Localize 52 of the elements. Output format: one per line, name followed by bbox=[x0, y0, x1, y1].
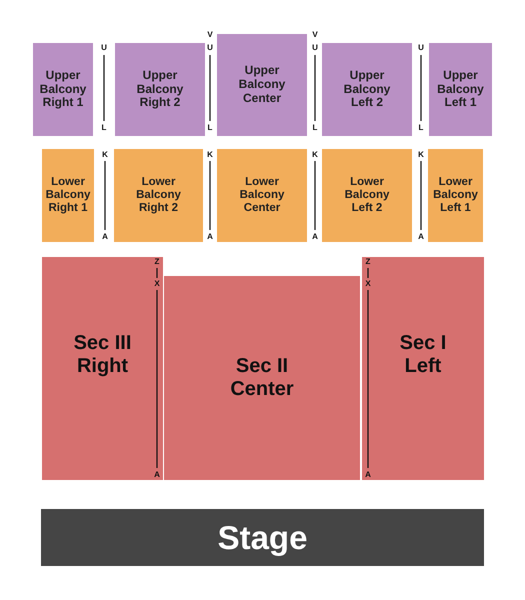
seating-section bbox=[164, 276, 360, 480]
row-letter: V bbox=[207, 31, 213, 39]
row-letter: V bbox=[312, 31, 318, 39]
section-label: Sec II Center bbox=[229, 355, 295, 401]
row-letter: L bbox=[102, 124, 106, 132]
row-letter: U bbox=[101, 44, 107, 52]
section-label: Lower Balcony Center bbox=[238, 176, 286, 216]
row-letter: A bbox=[102, 233, 108, 241]
row-letter: A bbox=[365, 471, 371, 479]
seating-section bbox=[33, 43, 93, 136]
section-label: Sec I Left bbox=[398, 332, 448, 378]
row-letter: L bbox=[208, 124, 212, 132]
row-letter: X bbox=[365, 280, 371, 288]
section-label: Lower Balcony Left 2 bbox=[344, 176, 390, 216]
seating-section bbox=[322, 43, 412, 136]
row-letter: K bbox=[312, 151, 318, 159]
row-letter: L bbox=[312, 124, 318, 132]
stage-label: Stage bbox=[218, 518, 308, 556]
row-letter: A bbox=[207, 233, 213, 241]
seating-section bbox=[429, 43, 492, 136]
section-label: Lower Balcony Left 1 bbox=[432, 176, 479, 216]
row-letter: L bbox=[418, 124, 424, 132]
section-label: Upper Balcony Right 1 bbox=[38, 68, 88, 110]
section-label: Lower Balcony Right 2 bbox=[135, 176, 182, 216]
section-label: Upper Balcony Right 2 bbox=[136, 68, 184, 110]
row-letter: K bbox=[418, 151, 424, 159]
seating-section bbox=[42, 149, 94, 242]
row-letter: X bbox=[154, 280, 160, 288]
row-letter: U bbox=[312, 44, 318, 52]
section-label: Sec III Right bbox=[72, 332, 132, 378]
section-label: Upper Balcony Left 2 bbox=[342, 68, 392, 110]
row-letter: U bbox=[207, 44, 213, 52]
seating-section bbox=[322, 149, 412, 242]
seating-section bbox=[217, 34, 307, 136]
seating-section bbox=[217, 149, 307, 242]
row-letter: A bbox=[154, 471, 160, 479]
section-label: Upper Balcony Center bbox=[238, 64, 286, 106]
seating-section bbox=[362, 257, 484, 480]
seating-section bbox=[42, 257, 163, 480]
row-letter: A bbox=[312, 233, 318, 241]
section-label: Upper Balcony Left 1 bbox=[436, 68, 485, 110]
seating-section bbox=[114, 149, 203, 242]
seating-section bbox=[428, 149, 483, 242]
seating-section bbox=[115, 43, 205, 136]
row-letter: Z bbox=[154, 258, 160, 266]
row-letter: A bbox=[418, 233, 424, 241]
section-label: Lower Balcony Right 1 bbox=[44, 176, 92, 216]
row-letter: K bbox=[102, 151, 108, 159]
row-letter: K bbox=[207, 151, 213, 159]
row-letter: U bbox=[418, 44, 424, 52]
row-letter: Z bbox=[366, 258, 370, 266]
stage-block bbox=[41, 509, 484, 566]
